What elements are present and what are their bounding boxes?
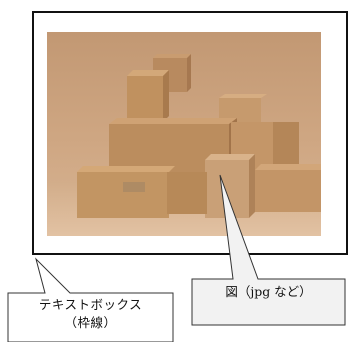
box-bottom-right	[255, 164, 321, 212]
box-middle-long	[109, 118, 237, 172]
figure-callout-label: 図（jpg など）	[225, 284, 312, 299]
box-bottom-middle	[167, 172, 207, 214]
textbox-callout-line2: （枠線）	[64, 315, 117, 330]
figure-callout-shape	[191, 174, 346, 326]
textbox-callout-line1: テキストボックス	[38, 297, 143, 312]
textbox-callout-shape	[7, 257, 174, 342]
figure-image	[47, 32, 321, 236]
box-front-small	[205, 154, 255, 218]
textbox-callout-label: テキストボックス （枠線）	[8, 296, 173, 332]
box-bottom-left	[77, 166, 175, 218]
box-right-upper	[219, 94, 267, 124]
box-left-mid	[127, 70, 169, 122]
